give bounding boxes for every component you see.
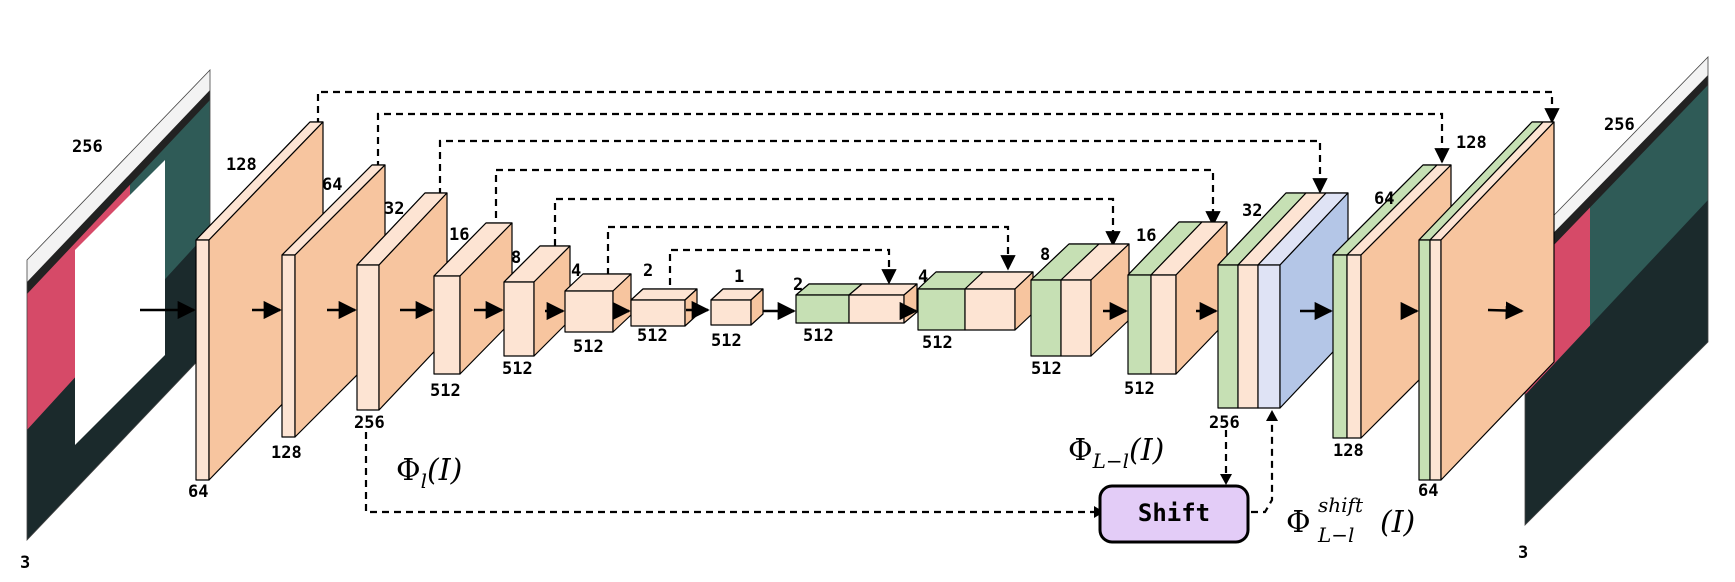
dec-block-4-front-1: [1150, 274, 1177, 375]
skip-connection-1: [316, 90, 1560, 125]
dec-block-3-front-0: [1030, 279, 1062, 357]
dec2-spatial-label: 4: [918, 267, 928, 287]
decoder-labels: 2 512 4 512 8 512 16 512 32 256 64 128 1…: [793, 133, 1487, 501]
phi-shift-superscript: shift: [1318, 493, 1364, 517]
dec1-spatial-label: 2: [793, 275, 803, 295]
forward-arrows: [140, 300, 1524, 321]
dec-block-1-front-0: [795, 294, 850, 324]
svg-text:ΦL−l(I): ΦL−l(I): [1068, 433, 1164, 473]
shift-to-decoder: [1251, 418, 1274, 514]
enc6-spatial-label: 4: [571, 261, 581, 281]
enc7-spatial-label: 2: [643, 261, 653, 281]
dec5-channels-label: 256: [1209, 413, 1240, 433]
enc7-channels-label: 512: [637, 326, 668, 346]
dec-block-5-front-2: [1257, 264, 1281, 409]
dec-block-6-front-1: [1346, 254, 1362, 439]
output-size-label: 256: [1604, 115, 1635, 135]
svg-text:Φl(I): Φl(I): [396, 453, 462, 493]
phi-l-symbol: Φ: [396, 453, 421, 488]
enc5-spatial-label: 8: [511, 248, 521, 268]
formula-phi-l: Φl(I): [396, 453, 462, 493]
enc-block-8-side: [750, 288, 764, 326]
enc-block-5-front-0: [503, 281, 535, 357]
enc8-channels-label: 512: [711, 331, 742, 351]
enc3-spatial-label: 32: [384, 199, 404, 219]
skip-connection-4: [494, 168, 1221, 230]
input-mask-hole: [75, 160, 165, 445]
skip-to-shift: [364, 432, 1097, 514]
dec4-channels-label: 512: [1124, 379, 1155, 399]
enc-block-6-front-0: [564, 290, 614, 333]
skip-connection-2: [376, 112, 1450, 168]
input-channels-label: 3: [20, 553, 30, 573]
dec1-channels-label: 512: [803, 326, 834, 346]
phi-l-argument: (I): [427, 453, 462, 488]
dec6-channels-label: 128: [1333, 441, 1364, 461]
enc4-channels-label: 512: [430, 381, 461, 401]
shift-label: Shift: [1138, 499, 1210, 527]
dec2-channels-label: 512: [922, 333, 953, 353]
input-size-label: 256: [72, 137, 103, 157]
formula-phi-shift: Φ shift L−l (I): [1286, 493, 1415, 547]
shift-box: [1098, 484, 1250, 544]
enc-block-1-front-0: [195, 239, 210, 481]
enc4-spatial-label: 16: [449, 225, 469, 245]
network-blocks: [195, 121, 1555, 481]
dec-block-1-front-1: [848, 294, 905, 324]
skip-connection-3: [438, 139, 1328, 195]
dec7-channels-label: 64: [1418, 481, 1438, 501]
enc3-channels-label: 256: [354, 413, 385, 433]
dec7-spatial-label: 128: [1456, 133, 1487, 153]
dec-block-3-front-1: [1060, 279, 1092, 357]
skip-connections: [316, 90, 1560, 514]
skip-connection-5: [553, 197, 1121, 247]
dec3-channels-label: 512: [1031, 359, 1062, 379]
formula-phi-L-minus-l: ΦL−l(I): [1068, 433, 1164, 473]
dec3-spatial-label: 8: [1040, 245, 1050, 265]
dec-block-5-front-1: [1237, 264, 1259, 409]
enc-block-2-front-0: [281, 254, 296, 438]
skip-connection-6: [606, 225, 1016, 275]
dec6-spatial-label: 64: [1374, 189, 1394, 209]
enc1-spatial-label: 128: [226, 155, 257, 175]
dec5-spatial-label: 32: [1242, 201, 1262, 221]
phi-Ll-argument: (I): [1129, 433, 1164, 468]
encoder-labels: 128 64 64 128 32 256 16 512 8 512 4 512 …: [188, 155, 744, 502]
enc-block-3-front-0: [356, 264, 380, 411]
dec-block-6-front-0: [1332, 254, 1348, 439]
phi-Ll-symbol: Φ: [1068, 433, 1093, 468]
dec-block-4-front-0: [1127, 274, 1152, 375]
dec4-spatial-label: 16: [1136, 226, 1156, 246]
phi-l-subscript: l: [421, 469, 427, 493]
enc1-channels-label: 64: [188, 482, 208, 502]
enc6-channels-label: 512: [573, 337, 604, 357]
dec-block-7-side: [1440, 121, 1555, 481]
enc5-channels-label: 512: [502, 359, 533, 379]
shift-module: Shift: [1098, 484, 1250, 544]
dec-block-7-front-0: [1418, 239, 1431, 481]
dec-block-5-front-0: [1217, 264, 1239, 409]
dec-block-2-front-0: [917, 288, 966, 331]
enc-block-7-front-0: [630, 299, 686, 327]
phi-shift-symbol: Φ: [1286, 505, 1311, 540]
enc-block-4-front-0: [433, 275, 461, 375]
phi-shift-argument: (I): [1380, 505, 1415, 540]
forward-arrow-16: [1487, 301, 1524, 320]
skip-connection-7: [668, 248, 897, 285]
output-channels-label: 3: [1518, 543, 1528, 563]
dec-block-2-front-1: [964, 288, 1016, 331]
phi-shift-subscript: L−l: [1317, 523, 1354, 547]
enc8-spatial-label: 1: [734, 267, 744, 287]
enc-block-8-front-0: [710, 299, 752, 326]
phi-Ll-subscript: L−l: [1092, 449, 1129, 473]
enc2-spatial-label: 64: [322, 175, 342, 195]
dec-block-7-front-1: [1429, 239, 1442, 481]
enc2-channels-label: 128: [271, 443, 302, 463]
